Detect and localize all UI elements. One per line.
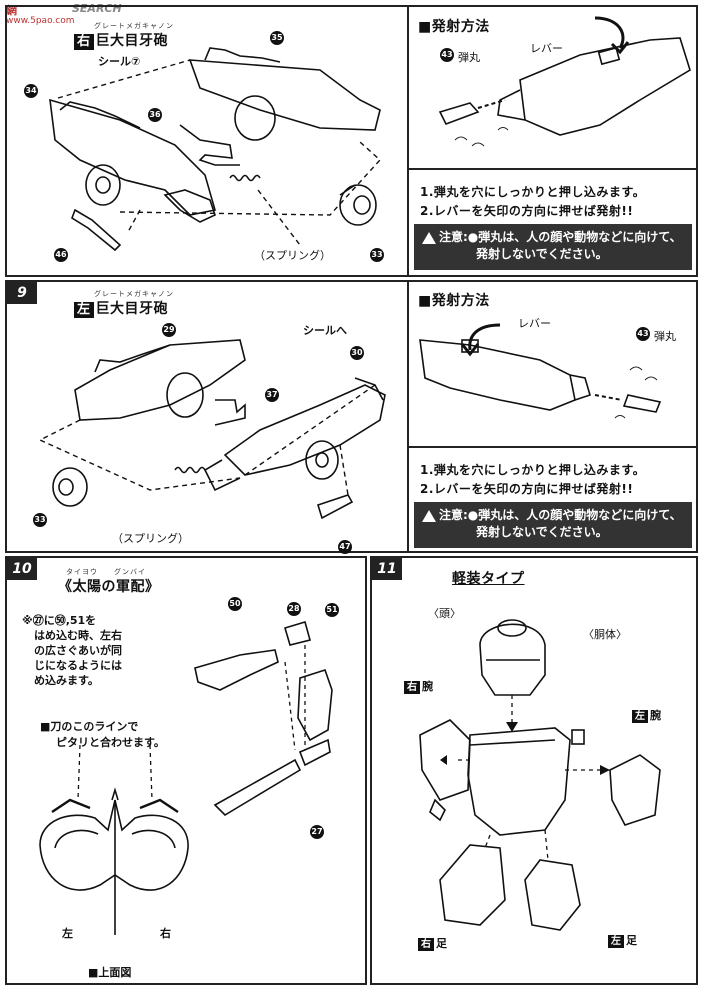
step11-left-leg-text: 足 (626, 934, 637, 947)
step10-number: 10 (7, 558, 37, 580)
step11-right-leg-badge: 右 (418, 938, 434, 951)
step9-frame (5, 280, 698, 553)
step8-divider (407, 5, 409, 277)
step10-top-view: ■上面図 (88, 966, 132, 979)
part-50: 50 (228, 597, 242, 611)
step8-frame (5, 5, 698, 277)
step11-body-label: 〈胴体〉 (583, 628, 627, 641)
step9-badge: 左 (74, 302, 94, 318)
part-28: 28 (287, 602, 301, 616)
step11-left-leg-label: 左足 (608, 932, 637, 948)
part-33: 33 (370, 248, 384, 262)
step10-right-mark: 右 (160, 927, 171, 940)
step8-instruction-1: 1.弾丸を穴にしっかりと押し込みます。 (420, 185, 646, 199)
part-34: 34 (24, 84, 38, 98)
step10-note-4: じになるようには (34, 659, 122, 672)
step10-title: 《太陽の軍配》 (58, 579, 160, 595)
step11-right-arm-label: 右腕 (404, 678, 433, 694)
step9-title: 左巨大目牙砲 (74, 298, 168, 318)
step10-note-1: ※㉗に㊿,51を (22, 614, 97, 627)
step9-bullet-label: 弾丸 (654, 330, 676, 343)
step8-instruction-2: 2.レバーを矢印の方向に押せば発射!! (420, 204, 634, 218)
part-46: 46 (54, 248, 68, 262)
part-47: 47 (338, 540, 352, 554)
step11-frame (370, 556, 698, 985)
step8-badge: 右 (74, 34, 94, 50)
step10-blade-note-1: ■刀のこのラインで (40, 720, 139, 733)
step8-bullet-label: 弾丸 (458, 51, 480, 64)
step8-title: 右巨大目牙砲 (74, 30, 168, 50)
step9-warning-line1: 注意:●弾丸は、人の顔や動物などに向けて、 (439, 508, 682, 522)
step9-number: 9 (7, 282, 37, 304)
part-51: 51 (325, 603, 339, 617)
step8-ruby: グレートメガキャノン (94, 22, 174, 30)
step11-right-arm-text: 腕 (422, 680, 433, 693)
step8-right-divider (407, 168, 698, 170)
step11-right-leg-text: 足 (436, 937, 447, 950)
step11-number: 11 (372, 558, 402, 580)
step8-title-text: 巨大目牙砲 (95, 33, 169, 49)
part-37: 37 (265, 388, 279, 402)
warning-triangle-icon-2 (422, 509, 436, 522)
step9-fire-header: ■発射方法 (418, 293, 490, 309)
step8-warning-line1: 注意:●弾丸は、人の顔や動物などに向けて、 (439, 230, 682, 244)
step8-warning-box: 注意:●弾丸は、人の顔や動物などに向けて、 発射しないでください。 (414, 224, 692, 270)
step10-frame (5, 556, 367, 985)
step10-note-2: はめ込む時、左右 (34, 629, 122, 642)
step9-sticker: シールへ (303, 324, 347, 337)
step11-left-arm-label: 左腕 (632, 707, 661, 723)
watermark-red: 網 (6, 4, 17, 17)
part-29: 29 (162, 323, 176, 337)
step9-lever-label: レバー (518, 317, 551, 330)
part-33b: 33 (33, 513, 47, 527)
part-30: 30 (350, 346, 364, 360)
step11-left-arm-text: 腕 (650, 709, 661, 722)
part-36: 36 (148, 108, 162, 122)
step9-divider (407, 280, 409, 553)
step11-right-badge: 右 (404, 681, 420, 694)
step10-left-mark: 左 (62, 927, 73, 940)
watermark-url: www.5pao.com (6, 16, 75, 26)
step8-spring: （スプリング） (254, 249, 331, 262)
part-35: 35 (270, 31, 284, 45)
warning-triangle-icon (422, 231, 436, 244)
part-27: 27 (310, 825, 324, 839)
step11-title: 軽装タイプ (452, 571, 525, 587)
step8-fire-header: ■発射方法 (418, 19, 490, 35)
step10-note-3: の広さぐあいが同 (34, 644, 122, 657)
step9-instruction-1: 1.弾丸を穴にしっかりと押し込みます。 (420, 463, 646, 477)
step9-warning-box: 注意:●弾丸は、人の顔や動物などに向けて、 発射しないでください。 (414, 502, 692, 548)
step9-title-text: 巨大目牙砲 (95, 301, 169, 317)
step9-instruction-2: 2.レバーを矢印の方向に押せば発射!! (420, 482, 634, 496)
step9-spring: （スプリング） (112, 532, 189, 545)
step8-bullet-num: 43 (440, 48, 454, 62)
step11-right-leg-label: 右足 (418, 935, 447, 951)
step8-lever-label: レバー (530, 42, 563, 55)
step11-left-leg-badge: 左 (608, 935, 624, 948)
step10-note-5: め込みます。 (34, 674, 99, 687)
step11-head-label: 〈頭〉 (428, 607, 461, 620)
step8-sticker: シール⑦ (98, 55, 141, 68)
step9-warning-line2: 発射しないでください。 (476, 525, 608, 539)
step9-ruby: グレートメガキャノン (94, 290, 174, 298)
step10-ruby: タイヨウ グンバイ (66, 568, 146, 576)
step8-warning-line2: 発射しないでください。 (476, 247, 608, 261)
step9-right-divider (407, 446, 698, 448)
step10-blade-note-2: ピタリと合わせます。 (56, 736, 165, 749)
step11-left-badge: 左 (632, 710, 648, 723)
step9-bullet-num: 43 (636, 327, 650, 341)
